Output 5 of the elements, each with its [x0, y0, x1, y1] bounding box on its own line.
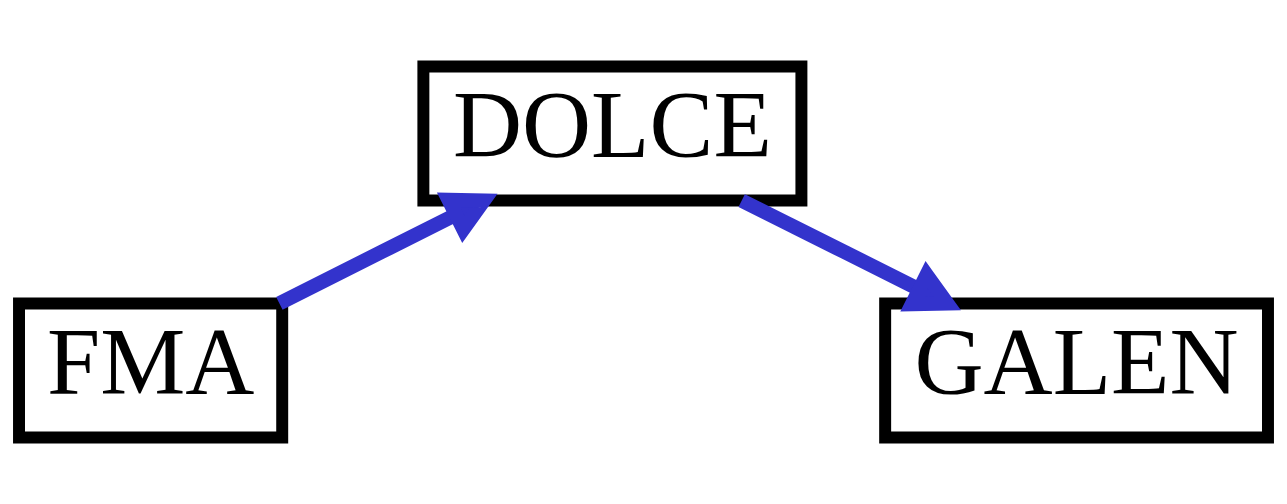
node-box: FMA — [13, 297, 289, 444]
arrow — [276, 192, 498, 310]
arrow — [738, 194, 961, 312]
node-box: GALEN — [879, 297, 1274, 444]
node-box: DOLCE — [417, 60, 808, 207]
